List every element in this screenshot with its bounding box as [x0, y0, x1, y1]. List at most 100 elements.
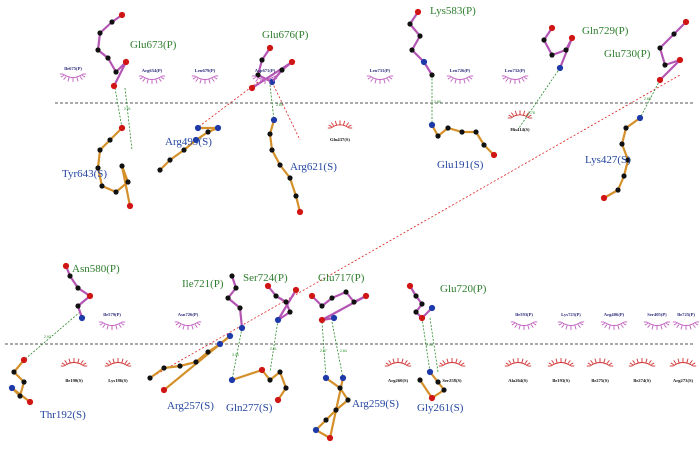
- atom-o: [122, 58, 130, 66]
- label-gln277: Gln277(S): [226, 402, 273, 414]
- atom-n: [214, 124, 222, 132]
- residue-gln277: [230, 368, 288, 402]
- svg-text:2.81: 2.81: [270, 347, 277, 351]
- atom-c: [337, 385, 343, 391]
- hydrophobic-contact: Ile275(S): [586, 358, 614, 383]
- hydrophobic-label: Ile193(S): [552, 378, 570, 383]
- atoms-gln729: [541, 24, 576, 72]
- atom-c: [287, 309, 293, 315]
- atom-n: [339, 374, 347, 382]
- atom-n: [270, 116, 278, 124]
- atom-o: [548, 24, 556, 32]
- salt-bridge-glu676-arg499: [196, 81, 259, 129]
- atom-c: [193, 359, 199, 365]
- bond-glu730: [658, 32, 676, 50]
- atom-c: [563, 47, 569, 53]
- atom-o: [26, 398, 34, 406]
- atom-o: [414, 8, 422, 16]
- atom-c: [125, 179, 131, 185]
- bond-gln729: [558, 36, 574, 70]
- atom-n: [274, 316, 282, 324]
- atoms-tyr643: [95, 124, 134, 210]
- atoms-gln277: [228, 366, 289, 404]
- atom-n: [226, 332, 234, 340]
- atom-c: [615, 187, 621, 193]
- atom-o: [62, 262, 70, 270]
- atoms-ser724: [264, 282, 300, 324]
- atom-c: [205, 349, 211, 355]
- bond-gln277: [278, 370, 288, 390]
- atom-o: [126, 202, 134, 210]
- atom-o: [568, 34, 576, 42]
- atom-o: [308, 292, 316, 300]
- residue-labels: Glu673(P) Glu676(P) Lys583(P) Gln729(P) …: [40, 5, 651, 421]
- atom-o: [682, 18, 690, 26]
- svg-text:2.78: 2.78: [528, 111, 535, 115]
- covalent-bonds: [10, 10, 688, 440]
- atoms-glu720: [406, 282, 436, 322]
- atom-c: [473, 129, 479, 135]
- hydrophobic-contact: Asn726(P): [174, 312, 202, 330]
- atom-c: [237, 305, 243, 311]
- hydrophobic-contact: Leu679(P): [191, 68, 219, 84]
- hydrophobic-contact: Ile593(P): [510, 312, 538, 330]
- hydrophobic-label: Lys723(P): [561, 312, 581, 317]
- atom-c: [267, 131, 273, 137]
- hydrophobic-contact: Ile725(P): [672, 312, 700, 330]
- atoms-ile721: [225, 273, 246, 332]
- atom-c: [287, 175, 293, 181]
- bond-tyr643: [96, 148, 102, 170]
- atom-c: [233, 285, 239, 291]
- atom-c: [419, 301, 425, 307]
- salt-bridge-long: [149, 74, 681, 379]
- atom-c: [409, 47, 415, 53]
- atom-c: [277, 369, 283, 375]
- atom-c: [429, 72, 435, 78]
- bond-lys583: [408, 22, 422, 38]
- residue-arg259: [314, 376, 350, 440]
- bond-distance-labels: 2.91 2.80 2.89 2.78 2.85 2.93 3.00 2.81 …: [44, 97, 651, 357]
- atom-c: [113, 189, 119, 195]
- atom-c: [205, 129, 211, 135]
- atom-c: [283, 299, 289, 305]
- atom-c: [329, 295, 335, 301]
- bond-arg621: [270, 148, 282, 167]
- atom-o: [318, 316, 326, 324]
- atoms-lys427: [600, 114, 644, 202]
- bond-tyr643: [96, 166, 104, 188]
- hydrophobic-contact: His414(S): [507, 110, 533, 132]
- atom-c: [407, 21, 413, 27]
- atom-o: [656, 76, 664, 84]
- hydrophobic-label: Leu726(P): [450, 68, 471, 73]
- atom-n: [192, 136, 200, 144]
- atom-o: [264, 282, 272, 290]
- atom-n: [322, 374, 330, 382]
- atom-c: [95, 165, 101, 171]
- residue-gln729: [542, 26, 574, 70]
- hydrophobic-label: Ala264(S): [508, 378, 528, 383]
- atom-c: [75, 303, 81, 309]
- label-arg259: Arg259(S): [352, 398, 399, 410]
- bond-glu717: [320, 294, 368, 322]
- atom-c: [105, 55, 111, 61]
- atoms-arg499: [157, 124, 222, 173]
- label-arg257: Arg257(S): [167, 400, 214, 412]
- label-lys583: Lys583(P): [430, 5, 476, 17]
- atom-c: [279, 67, 285, 73]
- atoms-glu730: [656, 18, 690, 84]
- atom-o: [274, 396, 282, 404]
- hydrophobic-contact: Arg260(S): [384, 358, 412, 383]
- atom-c: [657, 45, 663, 51]
- label-gln729: Gln729(P): [582, 25, 629, 37]
- atom-c: [109, 19, 115, 25]
- bond-glu673: [98, 20, 114, 35]
- hydrophobic-label: Glu437(S): [330, 137, 350, 142]
- hydrophobic-contact: Lys723(P): [557, 312, 585, 330]
- hydrophobic-label: Arg273(S): [673, 378, 694, 383]
- atom-o: [20, 356, 28, 364]
- hydrophobic-contact: Ile579(P): [98, 312, 126, 330]
- atom-c: [177, 363, 183, 369]
- atom-n: [330, 314, 338, 322]
- atom-n: [420, 58, 428, 66]
- bond-tyr643: [120, 164, 132, 208]
